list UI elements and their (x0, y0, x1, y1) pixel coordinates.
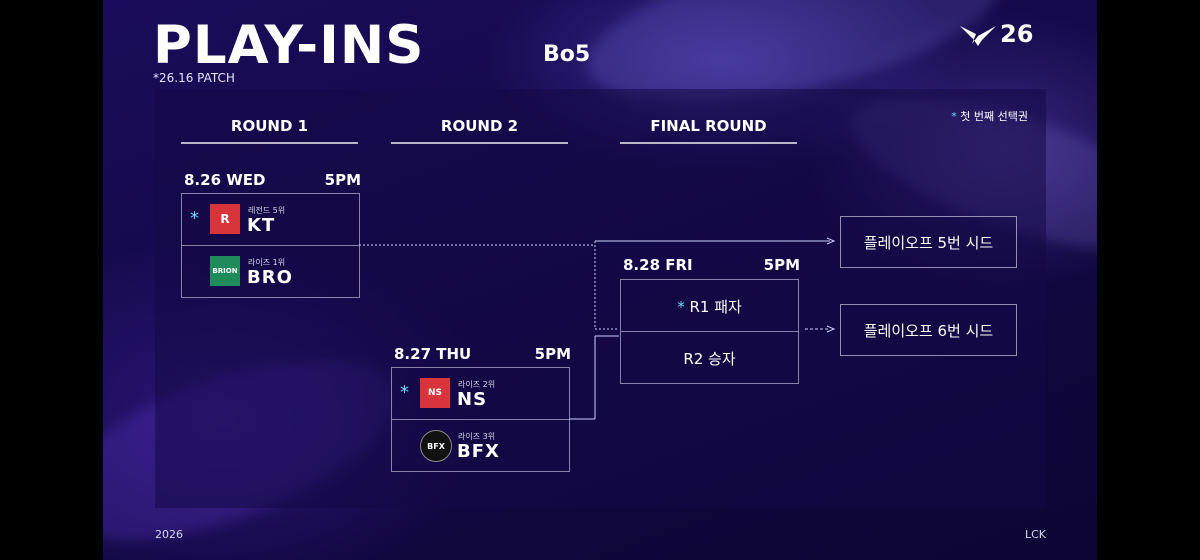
r1-date: 8.26 WED (184, 171, 266, 189)
final-schedule: 8.28 FRI 5PM (623, 256, 800, 274)
bracket-stage: PLAY-INS Bo5 *26.16 PATCH 26 ROUND 1 ROU… (103, 0, 1097, 560)
arrow-icon (826, 325, 836, 333)
ns-logo-icon: NS (420, 378, 450, 408)
team-seed: 레전드 5위 (248, 206, 286, 215)
footer-year: 2026 (155, 528, 183, 541)
final-date: 8.28 FRI (623, 256, 693, 274)
first-pick-star-icon: * (400, 382, 409, 403)
final-slot-label: R2 승자 (683, 350, 736, 368)
lck-wing-icon (960, 26, 996, 46)
round-2-label: ROUND 2 (391, 117, 568, 144)
final-match-box[interactable]: * R1 패자 R2 승자 (620, 279, 799, 384)
final-slot[interactable]: R2 승자 (621, 331, 798, 383)
bfx-logo-icon: BFX (420, 430, 452, 462)
r2-match-box[interactable]: * NS 라이즈 2위 NS BFX 라이즈 3위 BFX (391, 367, 570, 472)
team-seed: 라이즈 2위 (458, 380, 496, 389)
bro-logo-icon: BRION (210, 256, 240, 286)
team-row[interactable]: BRION 라이즈 1위 BRO (182, 245, 359, 297)
final-round-label: FINAL ROUND (620, 117, 797, 144)
arrow-icon (826, 237, 836, 245)
match-format: Bo5 (543, 42, 591, 67)
bracket-panel: ROUND 1 ROUND 2 FINAL ROUND * 첫 번째 선택권 8… (155, 89, 1046, 508)
first-pick-star-icon: * (677, 298, 685, 316)
team-row[interactable]: * R 레전드 5위 KT (182, 194, 359, 245)
playoff-seed-6[interactable]: 플레이오프 6번 시드 (840, 304, 1017, 356)
final-slot[interactable]: * R1 패자 (621, 280, 798, 331)
r1-schedule: 8.26 WED 5PM (184, 171, 361, 189)
team-row[interactable]: * NS 라이즈 2위 NS (392, 368, 569, 419)
team-row[interactable]: BFX 라이즈 3위 BFX (392, 419, 569, 471)
team-name: NS (457, 389, 488, 410)
team-seed: 라이즈 3위 (458, 432, 496, 441)
playoff-seed-5[interactable]: 플레이오프 5번 시드 (840, 216, 1017, 268)
final-slot-text: R1 패자 (689, 298, 742, 316)
r2-schedule: 8.27 THU 5PM (394, 345, 571, 363)
page-title: PLAY-INS (153, 15, 425, 76)
legend: * 첫 번째 선택권 (951, 108, 1028, 124)
final-time: 5PM (763, 256, 800, 274)
r1-match-box[interactable]: * R 레전드 5위 KT BRION 라이즈 1위 BRO (181, 193, 360, 298)
r2-date: 8.27 THU (394, 345, 472, 363)
final-slot-label: * R1 패자 (621, 296, 798, 317)
r1-time: 5PM (324, 171, 361, 189)
first-pick-star-icon: * (190, 208, 199, 229)
team-seed: 라이즈 1위 (248, 258, 286, 267)
patch-label: *26.16 PATCH (153, 71, 235, 85)
brand-number: 26 (1000, 20, 1034, 48)
brand-logo: 26 (958, 20, 1048, 50)
team-name: BFX (457, 441, 500, 462)
legend-text: 첫 번째 선택권 (960, 110, 1028, 123)
r2-time: 5PM (534, 345, 571, 363)
bracket-connectors (359, 237, 836, 420)
footer-league: LCK (1025, 528, 1047, 541)
team-name: BRO (247, 267, 293, 288)
kt-logo-icon: R (210, 204, 240, 234)
round-1-label: ROUND 1 (181, 117, 358, 144)
legend-star-icon: * (951, 110, 957, 123)
team-name: KT (247, 215, 276, 236)
